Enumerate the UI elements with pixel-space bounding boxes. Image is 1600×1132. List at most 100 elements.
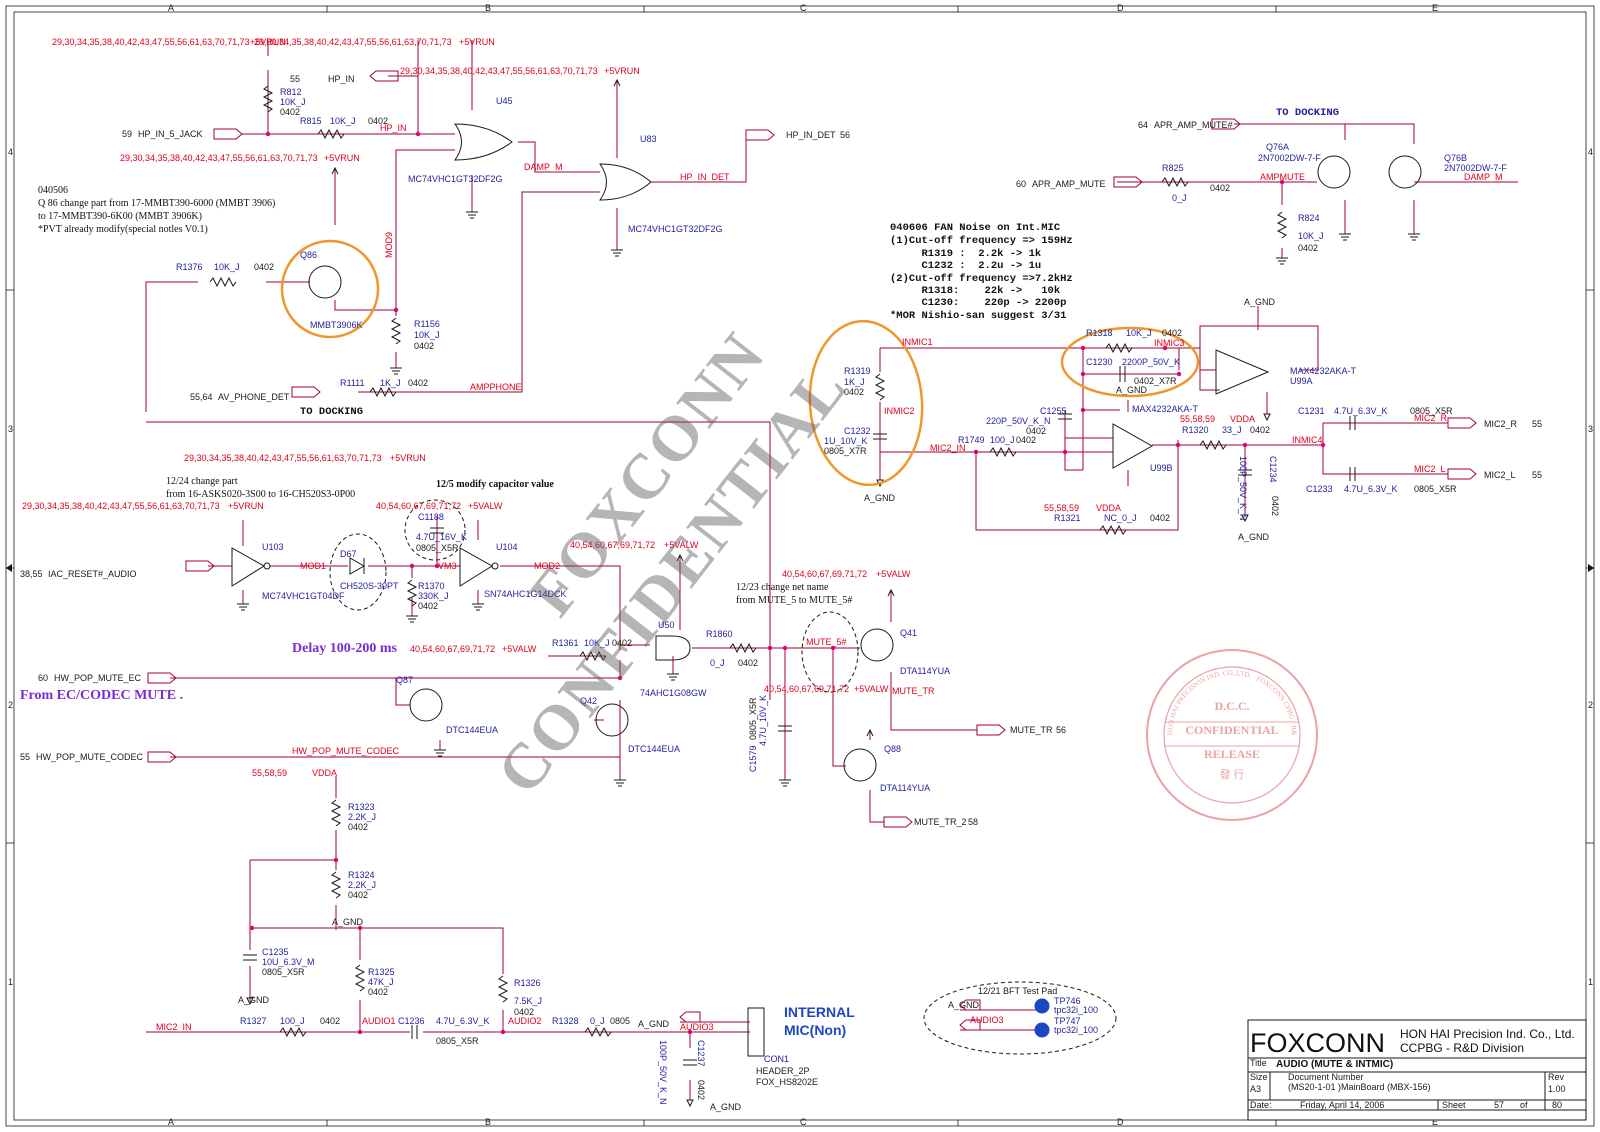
r815-pkg: 0402	[368, 116, 388, 126]
c1188-pkg: 0805_X5R	[416, 543, 459, 553]
c1188-symbol	[430, 527, 444, 534]
analog-ground-arrows	[246, 413, 1271, 1108]
q88-ref: Q88	[884, 744, 901, 754]
tb-title: AUDIO (MUTE & INTMIC)	[1276, 1059, 1393, 1070]
net-mute-tr: MUTE_TR	[892, 686, 935, 696]
note-1223-l2: from MUTE_5 to MUTE_5#	[736, 595, 852, 606]
note-040506-l4: *PVT already modify(special notles V0.1)	[38, 224, 208, 235]
r1111-val: 1K_J	[380, 378, 401, 388]
rail-labels: 29,30,34,35,38,40,42,43,47,55,56,61,63,7…	[22, 37, 1276, 1112]
mute-dashed	[801, 611, 859, 693]
net-labels: HP_IN DAMP_M HP_IN_DET MOD9 AMPPHONE INM…	[156, 123, 1503, 1032]
rail-vdda-3: VDDA	[1096, 503, 1121, 513]
rail-5valw-4: +5VALW	[876, 569, 911, 579]
rail-ref-4: 29,30,34,35,38,40,42,43,47,55,56,61,63,7…	[120, 153, 318, 163]
port-hp-in-n: 55	[290, 74, 300, 84]
port-shapes	[147, 70, 1477, 1031]
net-mod2: MOD2	[534, 561, 560, 571]
r824-val: 10K_J	[1298, 231, 1324, 241]
tp746-ref: TP746	[1054, 996, 1081, 1006]
r1320-pkg: 0402	[1250, 425, 1270, 435]
u50-ref: U50	[658, 620, 675, 630]
port-mute-tr: MUTE_TR	[1010, 725, 1053, 735]
r1156-ref: R1156	[414, 319, 440, 329]
r1323-symbol	[330, 799, 342, 827]
junctions	[249, 131, 1326, 1035]
port-apr-amp-mute-n-n: 64	[1138, 120, 1148, 130]
c1231-symbol	[1349, 416, 1356, 430]
note-040506: 040506 Q 86 change part from 17-MMBT390-…	[38, 185, 275, 235]
to-docking-av: TO DOCKING	[300, 406, 363, 418]
rail-5vrun-5: +5VRUN	[390, 453, 426, 463]
rail-vdda-2: VDDA	[1230, 414, 1255, 424]
note-1223-l1: 12/23 change net name	[736, 582, 829, 593]
rail-vdda-1: VDDA	[312, 768, 337, 778]
row-1-right: 1	[1588, 977, 1593, 987]
c1236-pkg: 0805_X5R	[436, 1036, 479, 1046]
rail-ref-2: 29,30,34,35,38,40,42,43,47,55,56,61,63,7…	[254, 37, 452, 47]
c1237-pkg: 0402	[696, 1080, 706, 1100]
rail-5valw-2: +5VALW	[664, 540, 699, 550]
rail-vdda-ref-1: 55,58,59	[252, 768, 287, 778]
port-hp-in-5-jack: HP_IN_5_JACK	[138, 129, 203, 139]
rail-valw-4: 40,54,60,67,69,71,72	[782, 569, 867, 579]
rail-ref-5: 29,30,34,35,38,40,42,43,47,55,56,61,63,7…	[184, 453, 382, 463]
rail-valw-2: 40,54,60,67,69,71,72	[570, 540, 655, 550]
c1236-val: 4.7U_6.3V_K	[436, 1016, 490, 1026]
c1234-symbol	[1238, 469, 1252, 476]
rail-5vrun-6: +5VRUN	[228, 501, 264, 511]
tb-sheet: 57	[1494, 1100, 1504, 1110]
note-fan-l3: R1319 : 2.2k -> 1k	[890, 248, 1041, 260]
c1188-ref: C1188	[418, 512, 444, 522]
q42-ref: Q42	[580, 696, 597, 706]
r1319-ref: R1319	[844, 366, 871, 376]
c1234-pkg: 0402	[1270, 496, 1280, 516]
c1236-symbol	[411, 1025, 418, 1039]
col-b-top: B	[485, 3, 491, 13]
note-fan-l1: 040606 FAN Noise on Int.MIC	[890, 222, 1061, 234]
u99a-val: MAX4232AKA-T	[1290, 366, 1357, 376]
u104-symbol	[459, 547, 493, 587]
c1233-symbol	[1349, 467, 1356, 481]
q88-val: DTA114YUA	[880, 783, 930, 793]
tb-docnum: (MS20-1-01 )MainBoard (MBX-156)	[1288, 1082, 1431, 1092]
r1321-pkg: 0402	[1150, 513, 1170, 523]
r1111-pkg: 0402	[408, 378, 428, 388]
u83-val: MC74VHC1GT32DF2G	[628, 224, 723, 234]
con1-val: HEADER_2P	[756, 1066, 810, 1076]
c1579-val: 4.7U_10V_K	[758, 695, 768, 746]
agnd-1: A_GND	[1244, 297, 1276, 307]
c1236-ref: C1236	[398, 1016, 425, 1026]
note-fan-l6: R1318: 22k -> 10k	[890, 285, 1060, 297]
u50-symbol	[655, 635, 691, 661]
net-mod9: MOD9	[384, 232, 394, 258]
rail-5valw-3: +5VALW	[502, 644, 537, 654]
c1579-ref: C1579	[748, 745, 758, 772]
tb-of-lbl: of	[1520, 1100, 1528, 1110]
row-3-left: 3	[8, 424, 13, 434]
port-a-gnd-con: A_GND	[638, 1019, 670, 1029]
port-mute-tr-n: 56	[1056, 725, 1066, 735]
note-fan-l7: C1230: 220p -> 2200p	[890, 297, 1066, 309]
q87-ref: Q87	[396, 675, 413, 685]
c1233-val: 4.7U_6.3V_K	[1344, 484, 1398, 494]
q76a-ref: Q76A	[1266, 142, 1289, 152]
agnd-4: A_GND	[1238, 532, 1270, 542]
r825-pkg: 0402	[1210, 183, 1230, 193]
c1234-ref: C1234	[1268, 456, 1278, 483]
to-docking-amp: TO DOCKING	[1276, 107, 1339, 119]
watermark: FOXCONN CONFIDENTIAL	[483, 319, 860, 807]
c1231-val: 4.7U_6.3V_K	[1334, 406, 1388, 416]
internal-mic-l2: MIC(Non)	[784, 1022, 846, 1038]
r1749-pkg: 0402	[1016, 435, 1036, 445]
tb-company-full: HON HAI Precision Ind. Co., Ltd.	[1400, 1027, 1575, 1041]
r824-symbol	[1276, 211, 1288, 239]
net-hw-pop-codec: HW_POP_MUTE_CODEC	[292, 746, 400, 756]
col-a-top: A	[168, 3, 174, 13]
port-hp-in-det: HP_IN_DET	[786, 130, 836, 140]
net-mic2-l: MIC2_L	[1414, 464, 1446, 474]
r825-ref: R825	[1162, 163, 1184, 173]
agnd-5: A_GND	[332, 917, 364, 927]
r1370-symbol	[406, 579, 418, 607]
title-block: FOXCONN HON HAI Precision Ind. Co., Ltd.…	[1247, 1019, 1587, 1121]
